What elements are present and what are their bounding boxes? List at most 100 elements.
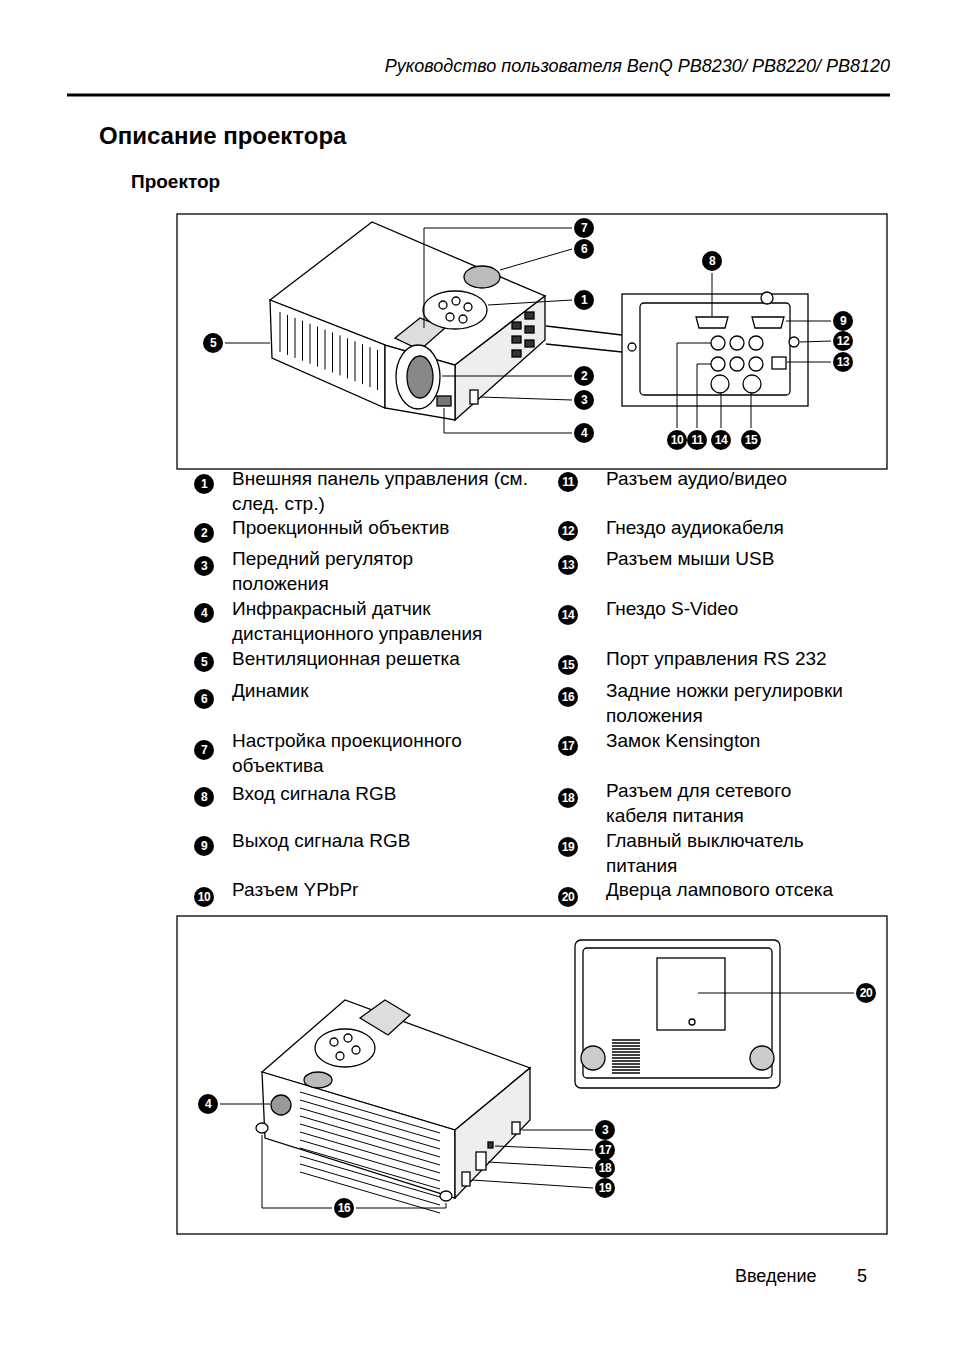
vent-slat: [370, 347, 371, 387]
vent-slat: [612, 1054, 640, 1056]
vent-slat: [340, 335, 341, 375]
jack: [749, 336, 763, 350]
callout-number: 11: [687, 430, 707, 450]
jack: [711, 357, 725, 371]
callout-number: 8: [702, 251, 722, 271]
part-name: Дверца лампового отсека: [606, 877, 833, 902]
button: [464, 303, 472, 311]
part-name: Гнездо аудиокабеля: [606, 515, 784, 540]
vent-slat: [612, 1057, 640, 1059]
vent-slats: [280, 312, 378, 390]
part-name: Динамик: [232, 678, 309, 703]
foot: [750, 1046, 774, 1070]
part-name: Инфракрасный датчик дистанционного управ…: [232, 596, 522, 646]
callout-number: 20: [558, 887, 578, 907]
callout-number: 8: [194, 787, 214, 807]
bottom-outline: [575, 940, 780, 1088]
jack: [730, 357, 744, 371]
vent-slat: [302, 321, 303, 361]
vent-slat: [300, 1132, 440, 1173]
callout-number: 12: [833, 331, 853, 351]
socket: [512, 1122, 520, 1134]
vent-slat: [280, 312, 281, 352]
button: [344, 1034, 352, 1042]
vent-slat: [300, 1100, 440, 1141]
lamp-door: [657, 958, 725, 1030]
callout-number: 3: [574, 390, 594, 410]
speaker: [464, 266, 500, 288]
button: [459, 315, 467, 323]
button: [446, 313, 454, 321]
vent-slats: [300, 1092, 440, 1213]
bottom-inner: [583, 948, 772, 1078]
vent-slat: [287, 315, 288, 355]
callout-number: 17: [595, 1140, 615, 1160]
jack: [711, 336, 725, 350]
callout-number: 10: [194, 887, 214, 907]
callout-number: 16: [334, 1198, 354, 1218]
ir-sensor: [271, 1095, 291, 1115]
vent-slat: [612, 1048, 640, 1050]
vent-slat: [377, 350, 378, 390]
callout-number: 11: [558, 472, 578, 492]
callout-number: 10: [667, 430, 687, 450]
vent-slat: [612, 1045, 640, 1047]
dsub-port: [752, 317, 784, 328]
control-panel: [315, 1029, 375, 1067]
foot: [440, 1191, 452, 1201]
usb-port: [772, 357, 786, 369]
button: [439, 301, 447, 309]
callout-number: 18: [595, 1158, 615, 1178]
callout-number: 3: [194, 556, 214, 576]
figure-frame: [177, 214, 887, 469]
vent-slat: [362, 344, 363, 384]
lens-glass: [407, 356, 433, 398]
callout-number: 14: [711, 430, 731, 450]
callout-number: 6: [194, 689, 214, 709]
part-name: Вход сигнала RGB: [232, 781, 396, 806]
lens: [396, 345, 440, 409]
switch: [462, 1172, 470, 1186]
vent-slat: [300, 1092, 440, 1133]
vent-slat: [300, 1164, 440, 1205]
callout-number: 1: [194, 474, 214, 494]
vent-slat: [300, 1124, 440, 1165]
section-subheading: Проектор: [131, 171, 220, 193]
leader-lines: [220, 993, 854, 1208]
vent-slat: [295, 318, 296, 358]
button: [352, 1046, 360, 1054]
vent-slat: [317, 327, 318, 367]
callout-number: 4: [194, 603, 214, 623]
vent-slat: [612, 1069, 640, 1071]
vent-slat: [612, 1066, 640, 1068]
leader-lines: [225, 228, 831, 433]
vent-slat: [300, 1148, 440, 1189]
lock: [488, 1142, 493, 1148]
callout-number: 5: [194, 652, 214, 672]
figure-frame: [177, 916, 887, 1234]
power-socket: [476, 1152, 486, 1170]
callout-number: 6: [574, 239, 594, 259]
vent-slat: [300, 1140, 440, 1181]
callout-number: 4: [198, 1094, 218, 1114]
rs232-jack: [743, 375, 761, 393]
callout-number: 19: [595, 1178, 615, 1198]
callout-number: 3: [595, 1120, 615, 1140]
screw: [628, 343, 636, 351]
button: [452, 297, 460, 305]
projector-bottom-drawing: [575, 940, 780, 1088]
callout-number: 12: [558, 521, 578, 541]
callout-number: 14: [558, 605, 578, 625]
callout-number: 13: [558, 555, 578, 575]
page-graphics: [67, 95, 890, 1234]
page-title: Описание проектора: [99, 122, 346, 150]
part-name: Передний регулятор положения: [232, 546, 442, 596]
part-name: Разъем YPbPr: [232, 877, 358, 902]
button: [330, 1038, 338, 1046]
jack: [730, 336, 744, 350]
callout-number: 2: [194, 523, 214, 543]
part-name: Внешняя панель управления (см. след. стр…: [232, 466, 532, 516]
vent-slat: [300, 1108, 440, 1149]
part-name: Разъем для сетевого кабеля питания: [606, 778, 826, 828]
